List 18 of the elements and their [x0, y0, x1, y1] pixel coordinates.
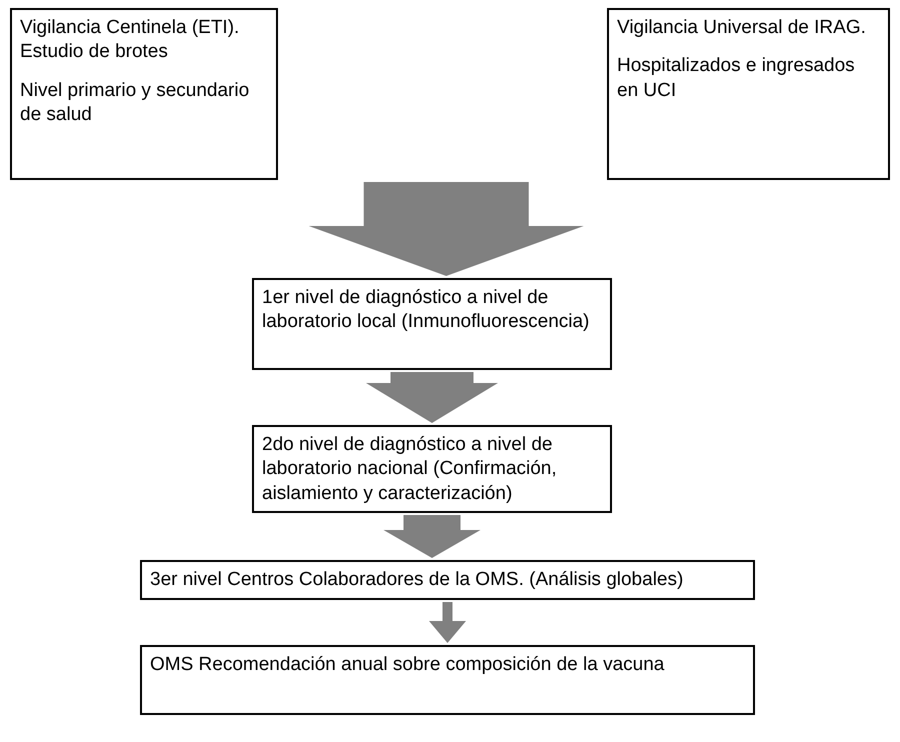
box-text: Vigilancia Universal de IRAG.: [617, 16, 867, 40]
box-text: OMS Recomendación anual sobre composición de la vacuna: [150, 653, 666, 677]
block-arrow: [384, 515, 480, 558]
block-arrow: [366, 372, 498, 423]
block-arrow: [429, 602, 466, 643]
process-box: [140, 645, 755, 715]
process-box: [10, 8, 278, 180]
box-text: Nivel primario y secundario de salud: [20, 78, 250, 127]
box-text: Vigilancia Centinela (ETI). Estudio de brotes: [20, 16, 240, 64]
process-box: [140, 560, 755, 600]
process-box: [607, 8, 890, 180]
process-box: [252, 425, 612, 513]
block-arrow: [308, 182, 584, 276]
box-text: 2do nivel de diagnóstico a nivel de laboratorio nacional (Confirmación, aislamiento y caracterización): [262, 433, 558, 506]
process-box: [252, 278, 612, 370]
box-text: 1er nivel de diagnóstico a nivel de laboratorio local (Inmunofluorescencia): [262, 286, 590, 334]
box-text: 3er nivel Centros Colaboradores de la OMS. (Análisis globales): [150, 568, 684, 592]
box-text: Hospitalizados e ingresados en UCI: [617, 54, 856, 103]
